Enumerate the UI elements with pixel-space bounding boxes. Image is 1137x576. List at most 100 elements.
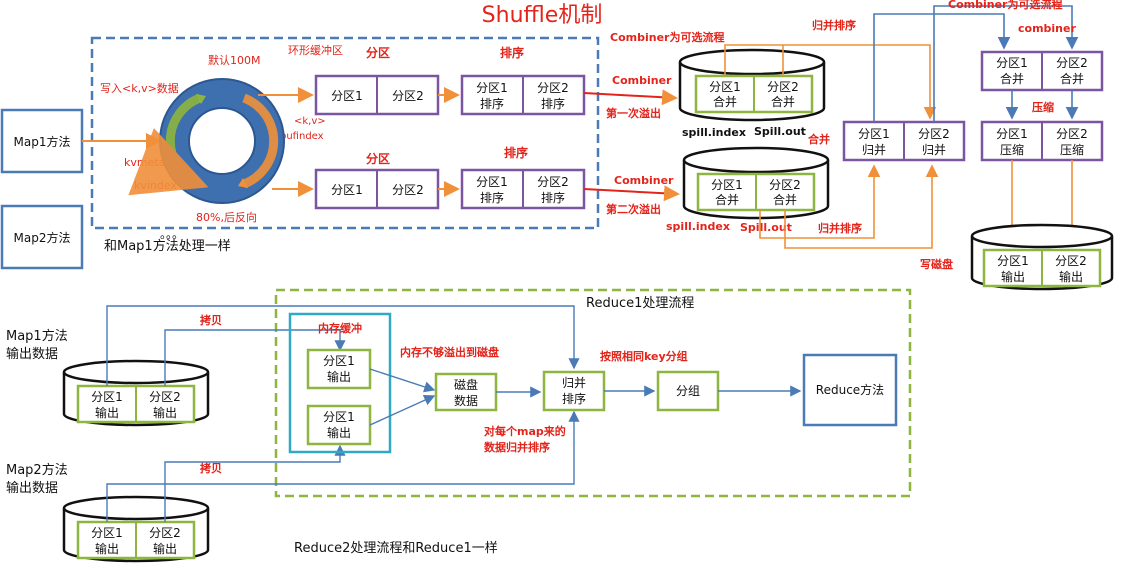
partition-heading-bottom: 分区 [366, 151, 390, 166]
buffer-p2-box: 分区1 输出 [306, 404, 372, 446]
partition-row-bottom: 分区1 分区2 [314, 168, 440, 210]
ring-buffer [128, 78, 285, 204]
spill-index-1: spill.index [682, 126, 746, 139]
reduce1-title: Reduce1处理流程 [586, 296, 694, 311]
p2-sort-line2: 排序 [541, 190, 565, 205]
combiner-label-2: Combiner [614, 174, 674, 187]
reduce1-frame [274, 288, 912, 498]
spill-out-1: Spill.out [754, 125, 806, 138]
map1-output-l2: 输出数据 [6, 346, 58, 362]
diagram-title: Shuffle机制 [482, 3, 603, 28]
buffer-label: 环形缓冲区 [288, 43, 343, 57]
write-kv-label: 写入<k,v>数据 [100, 81, 179, 95]
disk-data-box: 磁盘 数据 [434, 372, 498, 412]
map2-box: Map2方法 [0, 204, 84, 270]
final-combine-p2-l1: 分区2 [1056, 56, 1088, 70]
merge-sort-l2: 排序 [562, 391, 586, 406]
compress-row: 分区1 压缩 分区2 压缩 [980, 120, 1104, 162]
memory-buffer-label: 内存缓冲 [318, 321, 362, 335]
overflow-label: 内存不够溢出到磁盘 [400, 345, 499, 359]
group-box: 分组 [656, 370, 720, 412]
m1-p1-l2: 输出 [95, 405, 119, 420]
merge-sort-l1: 归并 [562, 376, 586, 390]
combine1-p2-l1: 分区2 [767, 80, 799, 94]
merge-label: 合并 [808, 132, 830, 146]
spill-disk-2: 分区1 合并 分区2 合并 [682, 146, 830, 220]
partition1-label: 分区1 [331, 183, 363, 197]
group-by-key-label: 按照相同key分组 [600, 349, 688, 363]
second-spill-label: 第二次溢出 [606, 202, 661, 216]
compress-label: 压缩 [1032, 100, 1054, 114]
map2-note: 和Map1方法处理一样 [104, 238, 231, 254]
output-p1-l1: 分区1 [997, 254, 1029, 268]
combine1-p1-l1: 分区1 [709, 80, 741, 94]
map1-label: Map1方法 [14, 134, 71, 149]
spill-disk-1: 分区1 合并 分区2 合并 [678, 48, 826, 122]
p1-sort-line1: 分区1 [476, 175, 508, 189]
m2-p2-l1: 分区2 [149, 526, 181, 540]
map2-output-l1: Map2方法 [6, 462, 68, 478]
compress-p1-l2: 压缩 [1000, 142, 1024, 157]
sort-heading-bottom: 排序 [504, 145, 528, 160]
buffer-p2-l1: 分区1 [323, 410, 355, 424]
final-combine-row: 分区1 合并 分区2 合并 [980, 50, 1104, 92]
p2-sort-line1: 分区2 [537, 175, 569, 189]
combine1-p2-l2: 合并 [771, 94, 795, 109]
p1-sort-line2: 排序 [480, 96, 504, 111]
merge-p2-l2: 归并 [922, 143, 946, 157]
merge-sort-box: 归并 排序 [542, 370, 606, 412]
per-map-l2: 数据归并排序 [484, 440, 550, 454]
green-arc-icon [128, 93, 209, 196]
partition2-label: 分区2 [392, 183, 424, 197]
copy-label-1: 拷贝 [200, 313, 222, 327]
reduce2-note: Reduce2处理流程和Reduce1一样 [294, 541, 498, 556]
p2-sort-line1: 分区2 [537, 81, 569, 95]
partition1-label: 分区1 [331, 89, 363, 103]
buffer-p1-l1: 分区1 [323, 354, 355, 368]
reduce-method-box: Reduce方法 [802, 353, 898, 427]
merge-p1-l1: 分区1 [858, 127, 890, 141]
combiner-label-1: Combiner [612, 74, 672, 87]
merge-p1-l2: 归并 [862, 143, 886, 157]
spill-index-2: spill.index [666, 220, 730, 233]
map-stage-frame [90, 36, 600, 230]
compress-p2-l1: 分区2 [1056, 127, 1088, 141]
m2-p1-l1: 分区1 [91, 526, 123, 540]
output-p1-l2: 输出 [1001, 269, 1025, 284]
disk-data-l1: 磁盘 [454, 377, 478, 392]
final-combine-p1-l1: 分区1 [996, 56, 1028, 70]
reduce-method-label: Reduce方法 [816, 382, 884, 397]
m2-p2-l2: 输出 [153, 541, 177, 556]
combine2-p1-l1: 分区1 [711, 178, 743, 192]
map1-output-l1: Map1方法 [6, 328, 68, 344]
output-disk: 分区1 输出 分区2 输出 [970, 223, 1114, 291]
disk-data-l2: 数据 [454, 393, 478, 408]
final-combine-p2-l2: 合并 [1060, 71, 1084, 86]
combiner-lower: combiner [1018, 22, 1076, 35]
sort-row-top: 分区1 排序 分区2 排序 [460, 74, 586, 116]
buffer-p2-l2: 输出 [327, 425, 351, 440]
partition-row-top: 分区1 分区2 [314, 74, 440, 116]
map1-box: Map1方法 [0, 108, 84, 174]
map1-output-disk: 分区1 输出 分区2 输出 [62, 359, 210, 427]
merge-sort-bottom: 归并排序 [818, 221, 862, 235]
merge-sort-top: 归并排序 [812, 18, 856, 32]
output-p2-l2: 输出 [1059, 269, 1083, 284]
ellipsis: 。。。 [160, 227, 184, 241]
memory-buffer [288, 312, 392, 454]
combine2-p1-l2: 合并 [715, 192, 739, 207]
kv-label: <k,v> [294, 116, 326, 127]
per-map-l1: 对每个map来的 [484, 424, 566, 438]
partition-heading-top: 分区 [366, 45, 390, 60]
kvindex-label: kvindex [134, 179, 177, 192]
m2-p1-l2: 输出 [95, 541, 119, 556]
first-spill-label: 第一次溢出 [606, 106, 661, 120]
copy-label-2: 拷贝 [200, 461, 222, 475]
m1-p2-l2: 输出 [153, 405, 177, 420]
merged-partitions: 分区1 归并 分区2 归并 [842, 120, 966, 162]
partition2-label: 分区2 [392, 89, 424, 103]
m1-p2-l1: 分区2 [149, 390, 181, 404]
map2-label: Map2方法 [14, 230, 71, 245]
reverse-label: 80%,后反向 [196, 210, 257, 224]
bufindex-label: bufindex [280, 131, 324, 142]
